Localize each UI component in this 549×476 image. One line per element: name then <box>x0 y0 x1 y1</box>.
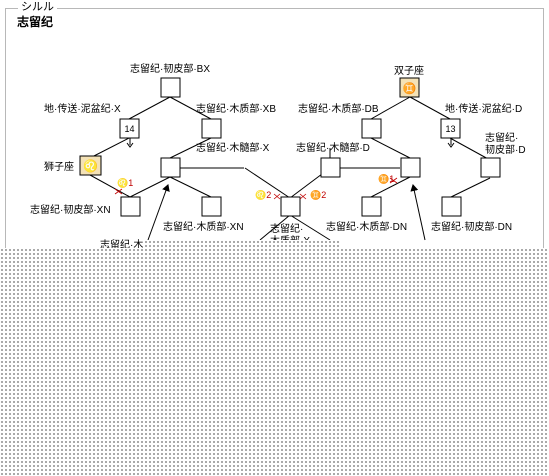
marker-gemini-1: ♊1 <box>378 173 394 184</box>
gemini-node <box>399 77 420 98</box>
frame-legend: シルル <box>18 1 57 14</box>
teleport-number-13: 13 <box>445 124 455 134</box>
room-node <box>361 118 382 139</box>
room-node <box>201 118 222 139</box>
marker-leo-1: ♌1 <box>117 177 133 188</box>
label-leo: 狮子座 <box>44 160 74 173</box>
label-cut-left: 志留纪·木 <box>100 238 143 251</box>
room-nodes <box>120 77 501 217</box>
connection-lines <box>89 96 491 241</box>
room-node <box>400 157 421 178</box>
label-right-dn: 志留纪·木质部·DN <box>326 220 407 233</box>
label-right-db: 志留纪·木质部·DB <box>298 102 379 115</box>
leo-icon: ♌ <box>83 159 98 173</box>
label-center-x: 志留纪·木髓部·X <box>196 141 270 154</box>
label-left-upper: 地·传送·泥盆纪·X <box>44 102 121 115</box>
room-node <box>480 157 501 178</box>
label-center-d: 志留纪·木髓部·D <box>296 141 370 154</box>
room-node <box>120 196 141 217</box>
label-right-mid-1: 志留纪· <box>485 131 518 144</box>
label-right-bottom: 志留纪·韧皮部·DN <box>431 220 512 233</box>
label-left-mid-right: 志留纪·木质部·XB <box>196 102 276 115</box>
map-title: 志留纪 <box>17 15 54 29</box>
room-node <box>160 77 181 98</box>
room-map: 14 13 ♌ ♊ ♌1 ♌2 ♊2 ♊1 志留纪·韧皮部·BX 地·传送·泥盆… <box>30 62 526 251</box>
room-node <box>441 196 462 217</box>
dotted-overlay-top <box>144 240 340 250</box>
room-labels: 志留纪·韧皮部·BX 地·传送·泥盆纪·X 志留纪·木质部·XB 狮子座 志留纪… <box>30 62 526 251</box>
room-node <box>280 196 301 217</box>
arrow-right <box>410 184 426 241</box>
leo-node <box>79 155 102 176</box>
gemini-icon: ♊ <box>403 82 417 95</box>
label-left-bottom: 志留纪·韧皮部·XN <box>30 203 111 216</box>
arrow-left <box>147 184 170 241</box>
dotted-overlay <box>0 248 549 476</box>
label-center-xn: 志留纪·木质部·XN <box>163 220 244 233</box>
zodiac-markers: ♌1 ♌2 ♊2 ♊1 <box>117 173 394 200</box>
label-cut-center-1: 志留纪· <box>270 222 303 235</box>
teleport-number-14: 14 <box>124 124 134 134</box>
marker-leo-2: ♌2 <box>255 189 271 200</box>
room-node <box>201 196 222 217</box>
label-gemini: 双子座 <box>394 64 424 77</box>
label-top-center: 志留纪·韧皮部·BX <box>130 62 210 75</box>
room-node <box>361 196 382 217</box>
room-node <box>320 157 341 178</box>
marker-gemini-2: ♊2 <box>310 189 326 200</box>
room-node <box>160 157 181 178</box>
label-right-upper: 地·传送·泥盆纪·D <box>445 102 522 115</box>
label-right-mid-2: 韧皮部·D <box>485 143 526 156</box>
